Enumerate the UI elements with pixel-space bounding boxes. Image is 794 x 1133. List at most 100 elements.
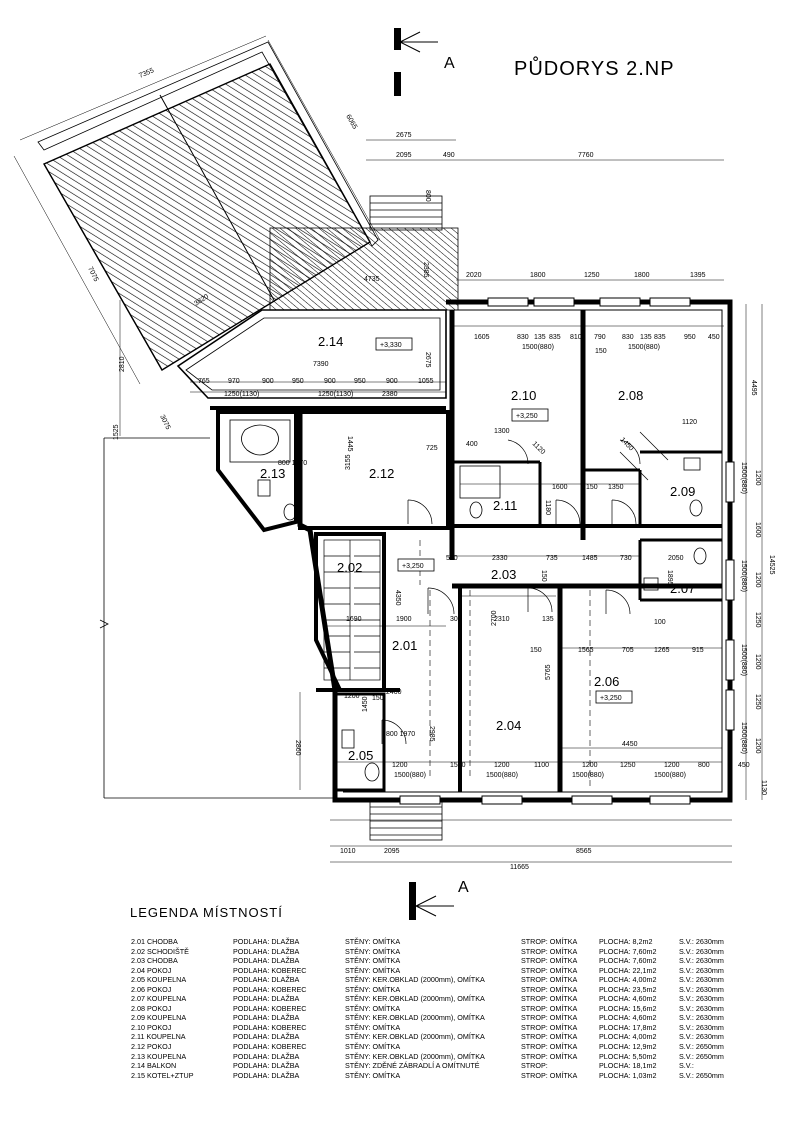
legend-code: 2.06 POKOJ bbox=[131, 984, 172, 994]
svg-text:800 1970: 800 1970 bbox=[278, 460, 307, 467]
room-label-2-08: 2.08 bbox=[618, 388, 643, 403]
svg-text:300: 300 bbox=[450, 616, 462, 623]
svg-text:1445: 1445 bbox=[346, 436, 353, 452]
legend-code: 2.03 CHODBA bbox=[131, 956, 178, 966]
legend-sv: S.V.: 2650mm bbox=[679, 1051, 724, 1061]
svg-text:1120: 1120 bbox=[531, 440, 547, 456]
legend-area: PLOCHA: 17,8m2 bbox=[599, 1022, 657, 1032]
svg-text:1120: 1120 bbox=[682, 419, 697, 426]
svg-text:490: 490 bbox=[443, 152, 455, 159]
svg-text:1690: 1690 bbox=[346, 616, 362, 623]
svg-text:900: 900 bbox=[324, 378, 336, 385]
top-stair bbox=[369, 195, 443, 231]
level-markers: +3,330 +3,250 +3,250 +3,250 bbox=[375, 337, 633, 704]
room-label-2-02: 2.02 bbox=[337, 560, 362, 575]
legend-floor: PODLAHA: KOBEREC bbox=[233, 1003, 307, 1013]
legend-code: 2.09 KOUPELNA bbox=[131, 1013, 187, 1023]
svg-text:1200: 1200 bbox=[754, 738, 761, 754]
svg-text:950: 950 bbox=[684, 334, 696, 341]
legend-area: PLOCHA: 15,6m2 bbox=[599, 1003, 657, 1013]
legend-ceiling: STROP: OMÍTKA bbox=[521, 975, 578, 985]
svg-text:970: 970 bbox=[228, 378, 240, 385]
svg-text:7760: 7760 bbox=[578, 152, 594, 159]
svg-text:3155: 3155 bbox=[345, 454, 352, 470]
svg-text:150: 150 bbox=[595, 348, 607, 355]
legend-code: 2.10 POKOJ bbox=[131, 1022, 172, 1032]
legend-code: 2.01 CHODBA bbox=[131, 937, 178, 946]
svg-text:835: 835 bbox=[654, 334, 666, 341]
legend-area: PLOCHA: 7,60m2 bbox=[599, 956, 657, 966]
legend-area: PLOCHA: 7,60m2 bbox=[599, 946, 657, 956]
svg-text:810: 810 bbox=[570, 334, 582, 341]
room-label-2-06: 2.06 bbox=[594, 674, 619, 689]
svg-text:725: 725 bbox=[426, 445, 438, 452]
svg-text:1500(880): 1500(880) bbox=[486, 772, 518, 779]
svg-text:1500(880): 1500(880) bbox=[628, 344, 660, 351]
legend-area: PLOCHA: 5,50m2 bbox=[599, 1051, 657, 1061]
svg-text:735: 735 bbox=[546, 555, 558, 562]
legend-sv: S.V.: 2630mm bbox=[679, 965, 724, 975]
svg-text:900: 900 bbox=[386, 378, 398, 385]
svg-text:500: 500 bbox=[446, 555, 458, 562]
svg-text:2330: 2330 bbox=[492, 555, 508, 562]
svg-text:150: 150 bbox=[530, 647, 542, 654]
svg-text:730: 730 bbox=[620, 555, 632, 562]
svg-text:150: 150 bbox=[372, 695, 384, 702]
legend-walls: STĚNY: OMÍTKA bbox=[345, 946, 401, 956]
svg-text:135: 135 bbox=[640, 334, 652, 341]
legend-code: 2.08 POKOJ bbox=[131, 1003, 172, 1013]
legend-area: PLOCHA: 12,9m2 bbox=[599, 1042, 657, 1052]
legend-floor: PODLAHA: KOBEREC bbox=[233, 984, 307, 994]
room-label-2-04: 2.04 bbox=[496, 718, 521, 733]
legend-walls: STĚNY: OMÍTKA bbox=[345, 984, 401, 994]
legend-sv: S.V.: 2650mm bbox=[679, 1070, 724, 1080]
building-walls bbox=[210, 299, 733, 803]
svg-text:1200: 1200 bbox=[754, 654, 761, 670]
svg-text:1450: 1450 bbox=[619, 436, 635, 452]
legend-code: 2.14 BALKON bbox=[131, 1061, 177, 1071]
section-label-top: A bbox=[444, 55, 455, 72]
room-label-2-12: 2.12 bbox=[369, 466, 394, 481]
svg-text:800: 800 bbox=[424, 190, 431, 202]
legend-ceiling: STROP: OMÍTKA bbox=[521, 1070, 578, 1080]
section-mark-bottom: A bbox=[409, 879, 469, 920]
svg-text:14525: 14525 bbox=[768, 555, 775, 575]
room-label-2-14: 2.14 bbox=[318, 334, 343, 349]
svg-text:1525: 1525 bbox=[113, 424, 120, 440]
legend-code: 2.05 KOUPELNA bbox=[131, 975, 187, 985]
svg-text:2020: 2020 bbox=[466, 272, 482, 279]
section-mark-top: A bbox=[394, 28, 455, 96]
legend-sv: S.V.: 2650mm bbox=[679, 1042, 724, 1052]
svg-text:830: 830 bbox=[517, 334, 529, 341]
svg-text:765: 765 bbox=[198, 378, 210, 385]
legend-sv: S.V.: 2630mm bbox=[679, 937, 724, 946]
svg-text:4450: 4450 bbox=[622, 741, 638, 748]
legend-floor: PODLAHA: DLAŽBA bbox=[233, 1051, 300, 1061]
svg-text:1600: 1600 bbox=[552, 484, 568, 491]
legend-walls: STĚNY: KER.OBKLAD (2000mm), OMÍTKA bbox=[345, 975, 485, 985]
svg-text:8565: 8565 bbox=[576, 848, 592, 855]
legend-walls: STĚNY: KER.OBKLAD (2000mm), OMÍTKA bbox=[345, 994, 485, 1004]
legend-code: 2.15 KOTEL+ZTUP bbox=[131, 1070, 194, 1080]
svg-text:1055: 1055 bbox=[418, 378, 434, 385]
svg-text:1500(880): 1500(880) bbox=[654, 772, 686, 779]
hatched-terrace bbox=[37, 41, 379, 371]
svg-text:4495: 4495 bbox=[750, 380, 757, 396]
svg-text:2675: 2675 bbox=[396, 132, 412, 139]
legend-code: 2.02 SCHODIŠTĚ bbox=[131, 946, 189, 956]
svg-text:1200: 1200 bbox=[582, 762, 598, 769]
svg-text:11665: 11665 bbox=[510, 864, 529, 871]
svg-text:1250: 1250 bbox=[584, 272, 600, 279]
legend-title: LEGENDA MÍSTNOSTÍ bbox=[130, 905, 283, 920]
legend-floor: PODLAHA: DLAŽBA bbox=[233, 937, 300, 946]
svg-text:1500(880): 1500(880) bbox=[740, 722, 747, 754]
bathtub-icon bbox=[229, 419, 291, 463]
svg-text:3075: 3075 bbox=[158, 414, 171, 431]
legend-area: PLOCHA: 4,00m2 bbox=[599, 975, 657, 985]
svg-text:1300: 1300 bbox=[494, 428, 510, 435]
legend-floor: PODLAHA: KOBEREC bbox=[233, 1042, 307, 1052]
legend-floor: PODLAHA: DLAŽBA bbox=[233, 975, 300, 985]
svg-text:1250(1130): 1250(1130) bbox=[318, 391, 353, 398]
svg-text:950: 950 bbox=[292, 378, 304, 385]
